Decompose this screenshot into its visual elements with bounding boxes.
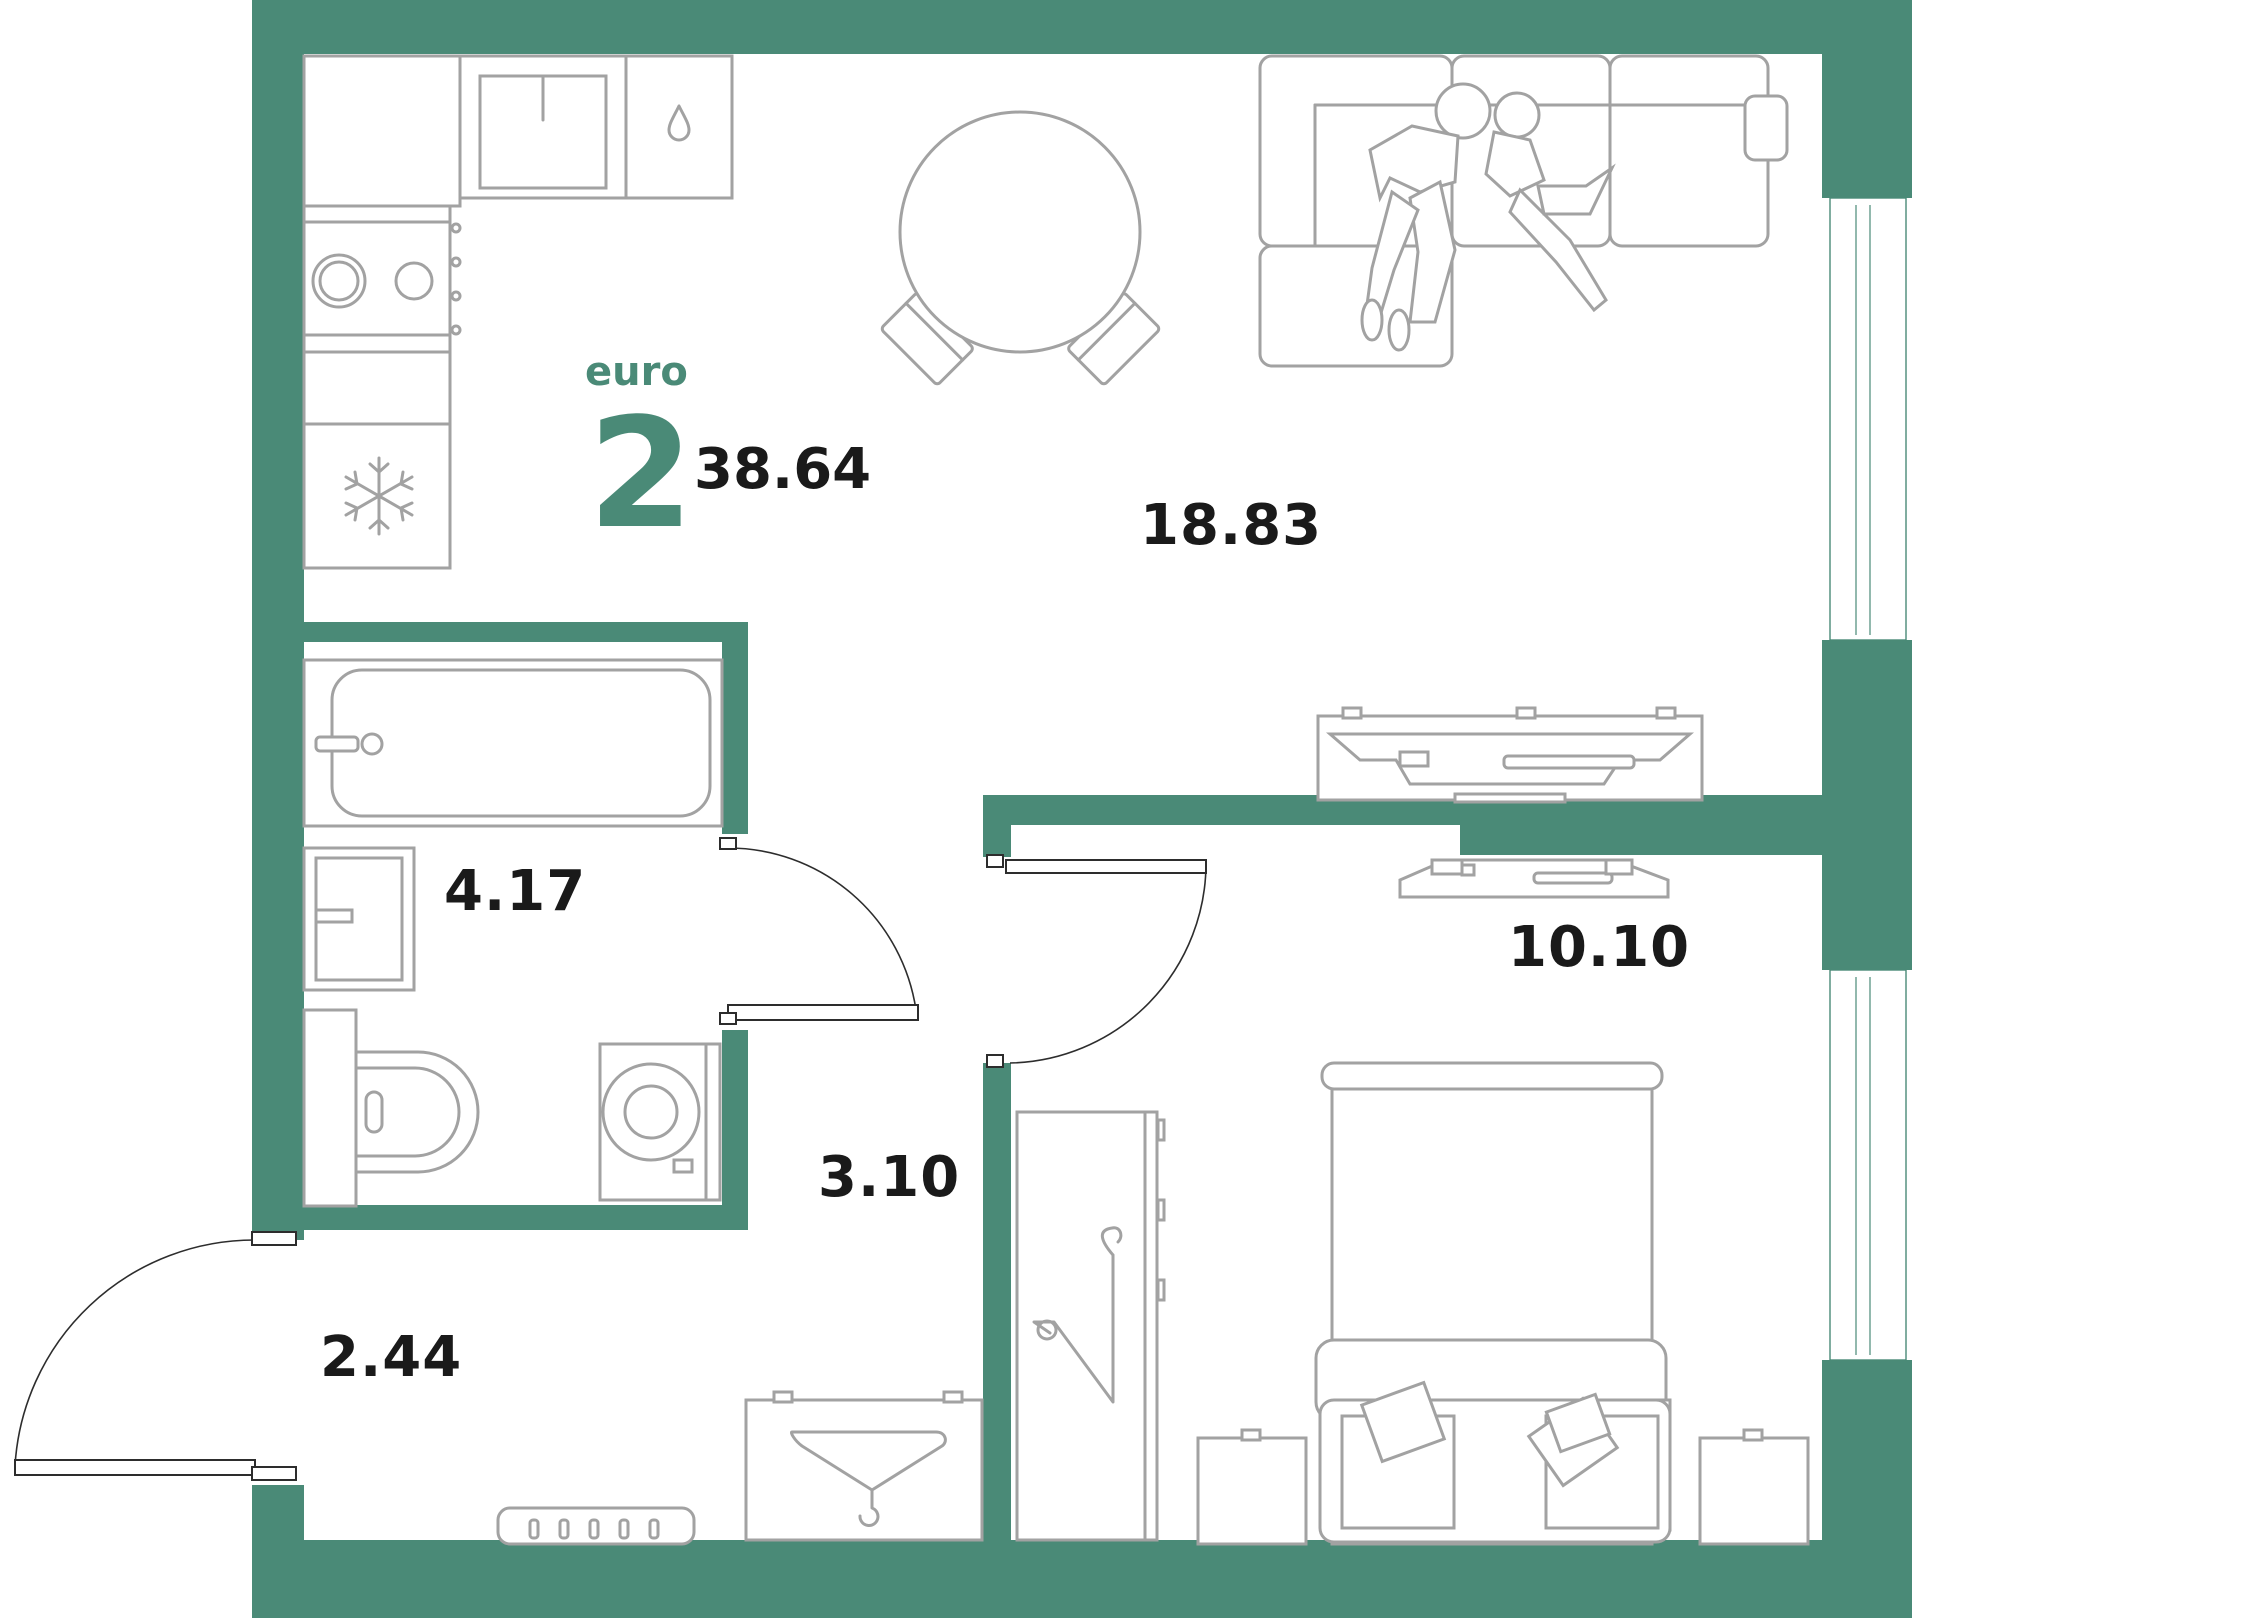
tv-stand <box>1316 706 1704 804</box>
water-drop-icon <box>667 104 691 142</box>
bedroom-tv <box>1398 858 1670 899</box>
room-area-hall: 3.10 <box>818 1145 961 1210</box>
shoe-rack <box>496 1506 696 1546</box>
snowflake-icon <box>344 456 414 536</box>
bathroom-fixtures <box>302 658 724 1208</box>
dining-table <box>880 110 1161 386</box>
windows <box>1829 197 1907 1361</box>
hanger-icon <box>790 1430 947 1527</box>
nightstands <box>1196 1428 1810 1546</box>
double-bed <box>1314 1061 1672 1546</box>
kitchen-furniture <box>302 54 734 570</box>
interior-walls <box>300 622 1822 1540</box>
wardrobe-bedroom <box>1015 1110 1166 1542</box>
exterior-walls <box>252 0 1912 1618</box>
room-area-bedroom: 10.10 <box>1508 915 1691 980</box>
hanger-icon <box>1032 1226 1123 1404</box>
people-figures-icon <box>1360 82 1616 352</box>
room-area-entrance: 2.44 <box>320 1325 463 1390</box>
room-area-bathroom: 4.17 <box>444 859 587 924</box>
doors <box>14 837 1207 1481</box>
wardrobe-hall <box>744 1390 984 1542</box>
room-area-living-kitchen: 18.83 <box>1140 493 1323 558</box>
apartment-type-label: euro <box>585 349 688 395</box>
total-area: 38.64 <box>694 437 872 502</box>
rooms-count: 2 <box>588 385 694 562</box>
